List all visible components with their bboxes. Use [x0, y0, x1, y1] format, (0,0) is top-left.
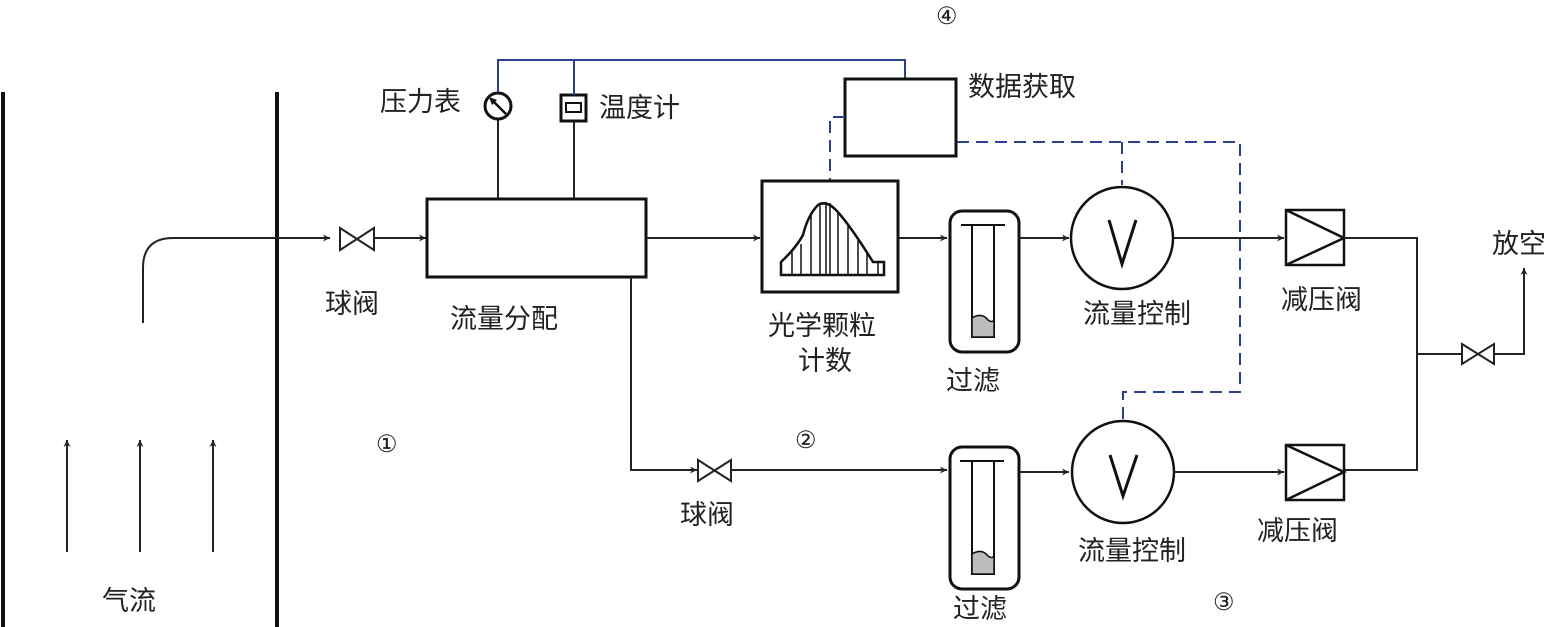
- ball-valve-1[interactable]: [339, 226, 375, 252]
- vent-valve[interactable]: [1461, 342, 1495, 366]
- label-thermometer: 温度计: [599, 93, 680, 124]
- thermometer-icon: [559, 93, 588, 123]
- marker-4: ④: [936, 2, 958, 30]
- reducing-valve-1[interactable]: [1284, 208, 1347, 267]
- flow-distribution-box[interactable]: [425, 197, 648, 279]
- flow-controller-1[interactable]: [1069, 185, 1175, 291]
- label-optical-counter-2: 计数: [798, 346, 852, 377]
- airflow-arrows: [63, 440, 217, 552]
- label-flow-control-1: 流量控制: [1083, 299, 1191, 330]
- label-filter-2: 过滤: [953, 594, 1007, 625]
- pipe-merge: [1344, 237, 1418, 471]
- signal-line-counter: [829, 116, 845, 180]
- histogram-bars-icon: [791, 202, 879, 275]
- sampling-probe-pipe: [142, 234, 330, 323]
- marker-1: ①: [376, 430, 398, 458]
- label-pressure-gauge: 压力表: [380, 87, 461, 118]
- label-airflow: 气流: [102, 586, 156, 617]
- marker-2: ②: [795, 426, 817, 454]
- signal-line-sensors: [497, 59, 906, 92]
- label-optical-counter: 光学颗粒: [768, 311, 876, 342]
- label-reducing-valve-1: 减压阀: [1281, 285, 1362, 316]
- label-flow-distribution: 流量分配: [450, 304, 558, 335]
- ball-valve-2[interactable]: [697, 458, 732, 483]
- reducing-valve-2[interactable]: [1284, 443, 1347, 502]
- marker-3: ③: [1213, 588, 1235, 616]
- filter-2[interactable]: [948, 445, 1021, 591]
- signal-line-flow-controls: [957, 141, 1241, 425]
- pipe: [630, 277, 697, 474]
- label-data-acquisition: 数据获取: [968, 72, 1076, 103]
- label-vent: 放空: [1492, 229, 1546, 260]
- optical-particle-counter[interactable]: [760, 179, 900, 294]
- label-ball-valve-2: 球阀: [680, 500, 734, 531]
- label-filter-1: 过滤: [946, 366, 1000, 397]
- vent-pipe: [1494, 268, 1528, 355]
- pressure-gauge-icon: [483, 91, 513, 121]
- label-reducing-valve-2: 减压阀: [1257, 516, 1338, 547]
- label-flow-control-2: 流量控制: [1078, 536, 1186, 567]
- label-ball-valve-1: 球阀: [325, 289, 379, 320]
- flow-controller-2[interactable]: [1070, 419, 1176, 525]
- data-acquisition-box[interactable]: [843, 77, 958, 158]
- filter-1[interactable]: [948, 209, 1021, 354]
